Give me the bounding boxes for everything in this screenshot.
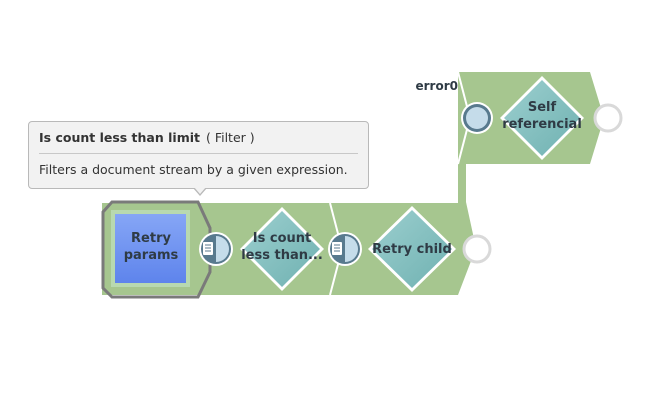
document-icon — [203, 242, 213, 255]
snap-self-referencial[interactable]: Self referencial — [500, 76, 584, 160]
snap-retry-child[interactable]: Retry child — [368, 206, 456, 292]
snap-retry-child-label: Retry child — [372, 242, 452, 257]
snap-self-referencial-label-1: Self — [528, 100, 557, 115]
tooltip-pointer-fill — [194, 187, 206, 194]
tooltip-divider — [39, 153, 358, 154]
snap-retry-params[interactable]: Retry params — [101, 200, 212, 299]
snap-is-count-less-than[interactable]: Is count less than... — [240, 207, 324, 291]
tooltip-description: Filters a document stream by a given exp… — [39, 162, 348, 177]
snap-tooltip: Is count less than limit ( Filter ) Filte… — [28, 121, 369, 189]
output-port-self-referencial[interactable] — [593, 103, 623, 133]
output-port-retry-child[interactable] — [462, 234, 492, 264]
error-input-port[interactable] — [461, 102, 493, 134]
snap-is-count-label-2: less than... — [241, 248, 323, 263]
error-view-label: error0 — [416, 79, 459, 93]
snap-retry-params-label-2: params — [124, 248, 179, 263]
tooltip-snap-type: ( Filter ) — [205, 130, 255, 145]
document-icon — [332, 242, 342, 255]
link-port-2[interactable] — [328, 232, 362, 266]
tooltip-title: Is count less than limit — [39, 130, 200, 145]
tooltip-header: Is count less than limit ( Filter ) — [39, 130, 255, 145]
snap-self-referencial-label-2: referencial — [502, 117, 582, 132]
snap-selection-outline — [101, 200, 212, 299]
snap-retry-params-label-1: Retry — [131, 231, 171, 246]
link-port-1[interactable] — [199, 232, 233, 266]
snap-is-count-label-1: Is count — [253, 231, 311, 246]
